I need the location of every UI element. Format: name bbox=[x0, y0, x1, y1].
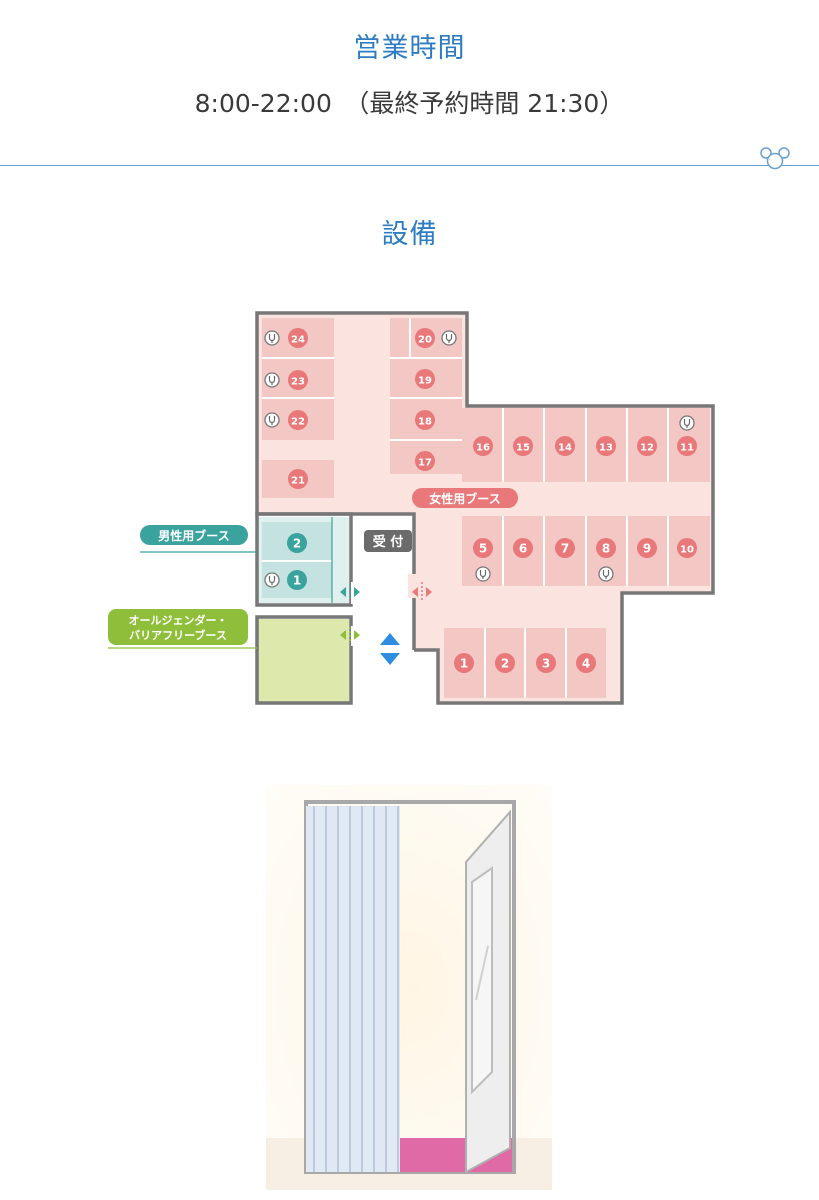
women-booth-7: 7 bbox=[555, 538, 575, 558]
svg-text:6: 6 bbox=[519, 542, 527, 556]
all-gender-legend-line1: オールジェンダー・ bbox=[129, 613, 228, 627]
section-divider bbox=[0, 165, 819, 166]
svg-text:10: 10 bbox=[680, 545, 694, 556]
svg-text:15: 15 bbox=[516, 443, 530, 454]
hours-title: 営業時間 bbox=[353, 33, 466, 64]
women-booth-2: 2 bbox=[495, 653, 515, 673]
men-booth-2: 2 bbox=[287, 533, 307, 553]
women-booth-22: 22 bbox=[288, 410, 308, 430]
women-booth-13: 13 bbox=[596, 436, 616, 456]
women-booth-4: 4 bbox=[576, 653, 596, 673]
women-booth-6: 6 bbox=[513, 538, 533, 558]
svg-text:2: 2 bbox=[501, 657, 509, 671]
svg-text:18: 18 bbox=[418, 417, 432, 428]
svg-text:7: 7 bbox=[561, 542, 569, 556]
svg-text:14: 14 bbox=[558, 443, 572, 454]
equipment-title: 設備 bbox=[381, 219, 438, 250]
entrance-arrow-icon bbox=[380, 633, 400, 665]
svg-text:20: 20 bbox=[418, 335, 432, 346]
women-booth-8: 8 bbox=[596, 538, 616, 558]
mickey-icon bbox=[760, 147, 790, 170]
women-booth-21: 21 bbox=[288, 469, 308, 489]
svg-text:24: 24 bbox=[291, 335, 305, 346]
svg-text:17: 17 bbox=[418, 458, 432, 469]
reception-label-bg bbox=[364, 530, 412, 552]
all-gender-legend-pill bbox=[108, 609, 248, 645]
women-booth-19: 19 bbox=[415, 369, 435, 389]
women-booth-1: 1 bbox=[454, 653, 474, 673]
outlet-icon bbox=[598, 566, 614, 582]
women-booth-11: 11 bbox=[677, 436, 697, 456]
women-booth-3: 3 bbox=[536, 653, 556, 673]
women-booth-5: 5 bbox=[473, 538, 493, 558]
outlet-icon bbox=[264, 572, 280, 588]
svg-text:3: 3 bbox=[542, 657, 550, 671]
women-legend-pill bbox=[412, 488, 518, 508]
outlet-icon bbox=[679, 415, 695, 431]
outlet-icon bbox=[264, 330, 280, 346]
hours-value: 8:00-22:00 （最終予約時間 21:30） bbox=[194, 89, 625, 118]
women-booth-24: 24 bbox=[288, 328, 308, 348]
svg-text:22: 22 bbox=[291, 417, 305, 428]
svg-text:2: 2 bbox=[293, 537, 301, 551]
svg-text:1: 1 bbox=[460, 657, 468, 671]
svg-text:1: 1 bbox=[293, 574, 301, 588]
women-booth-15: 15 bbox=[513, 436, 533, 456]
women-booth-17: 17 bbox=[415, 451, 435, 471]
women-booth-16: 16 bbox=[473, 436, 493, 456]
all-gender-legend-line2: バリアフリーブース bbox=[129, 628, 227, 642]
men-legend-label: 男性用ブース bbox=[158, 528, 229, 543]
women-booth-10: 10 bbox=[677, 538, 697, 558]
svg-text:4: 4 bbox=[582, 657, 590, 671]
all-gender-door-icon bbox=[340, 627, 360, 643]
svg-text:13: 13 bbox=[599, 443, 613, 454]
outlet-icon bbox=[475, 566, 491, 582]
svg-text:12: 12 bbox=[640, 443, 654, 454]
men-booth-1: 1 bbox=[287, 570, 307, 590]
svg-text:5: 5 bbox=[479, 542, 487, 556]
women-booth-12: 12 bbox=[637, 436, 657, 456]
svg-text:19: 19 bbox=[418, 376, 432, 387]
women-booth-9: 9 bbox=[637, 538, 657, 558]
reception-label: 受 付 bbox=[373, 534, 404, 550]
men-legend-pill bbox=[140, 525, 248, 545]
curtain bbox=[306, 806, 400, 1172]
booth-illustration bbox=[266, 785, 552, 1190]
women-booth-23: 23 bbox=[288, 370, 308, 390]
men-door-icon bbox=[340, 584, 360, 600]
outlet-icon bbox=[264, 372, 280, 388]
outlet-icon bbox=[264, 412, 280, 428]
women-booth-14: 14 bbox=[555, 436, 575, 456]
svg-text:9: 9 bbox=[643, 542, 651, 556]
svg-text:11: 11 bbox=[680, 443, 694, 454]
svg-text:8: 8 bbox=[602, 542, 610, 556]
all-gender-booth bbox=[257, 619, 349, 703]
svg-text:21: 21 bbox=[291, 476, 305, 487]
women-booth-18: 18 bbox=[415, 410, 435, 430]
outlet-icon bbox=[441, 330, 457, 346]
svg-text:23: 23 bbox=[291, 377, 305, 388]
women-door-icon bbox=[412, 582, 432, 602]
women-booth-20: 20 bbox=[415, 328, 435, 348]
svg-text:16: 16 bbox=[476, 443, 490, 454]
women-legend-label: 女性用ブース bbox=[429, 491, 500, 506]
